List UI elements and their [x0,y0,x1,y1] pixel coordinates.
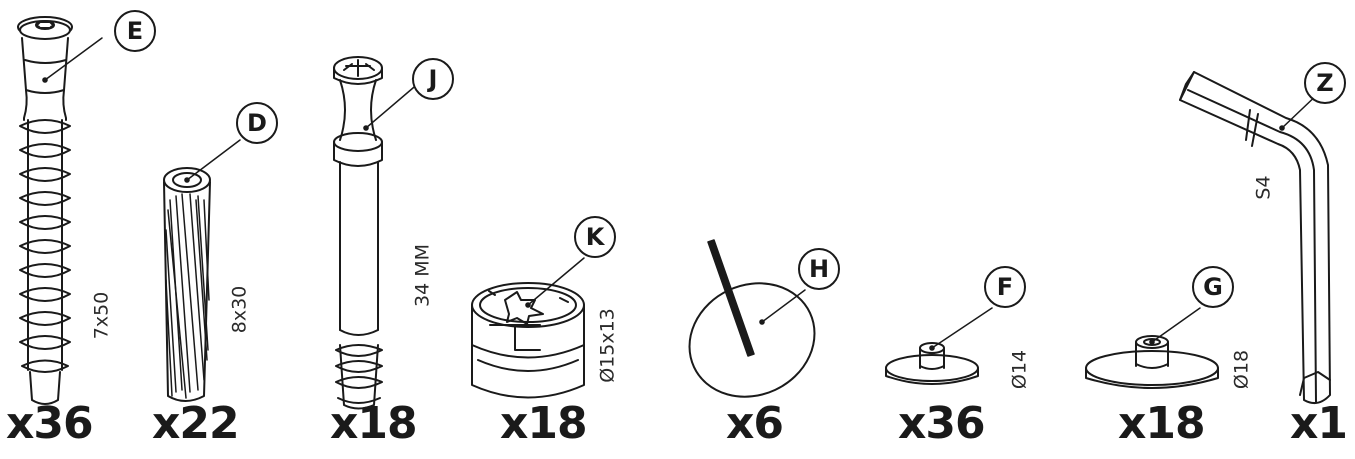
cam-lock-k-icon [471,257,585,399]
qty-label-f: x36 [898,398,986,449]
badge-f: F [984,266,1026,308]
dim-label-j: 34 MM [411,244,434,308]
dim-label-f: Ø14 [1008,349,1031,390]
badge-h: H [798,248,840,290]
qty-label-d: x22 [152,398,240,449]
badge-z: Z [1304,62,1346,104]
qty-label-e: x36 [6,398,94,449]
qty-label-z: x1 [1290,398,1348,449]
nail-glide-h-icon [688,239,816,398]
bumper-g-icon [1085,307,1219,389]
qty-label-j: x18 [330,398,418,449]
badge-e: E [114,10,156,52]
cam-bolt-j-icon [333,56,421,410]
dim-label-z: S4 [1252,175,1275,200]
screw-e-icon [17,16,103,405]
dim-label-k: Ø15x13 [596,308,619,383]
badge-g: G [1192,266,1234,308]
qty-label-g: x18 [1118,398,1206,449]
badge-k: K [574,216,616,258]
dim-label-d: 8x30 [228,285,251,334]
qty-label-h: x6 [726,398,784,449]
badge-d: D [236,102,278,144]
hex-key-z-icon [1179,71,1331,405]
bumper-f-icon [885,307,993,385]
dowel-d-icon [163,139,241,402]
badge-j: J [412,58,454,100]
dim-label-g: Ø18 [1230,349,1253,390]
qty-label-k: x18 [500,398,588,449]
dim-label-e: 7x50 [90,291,113,340]
